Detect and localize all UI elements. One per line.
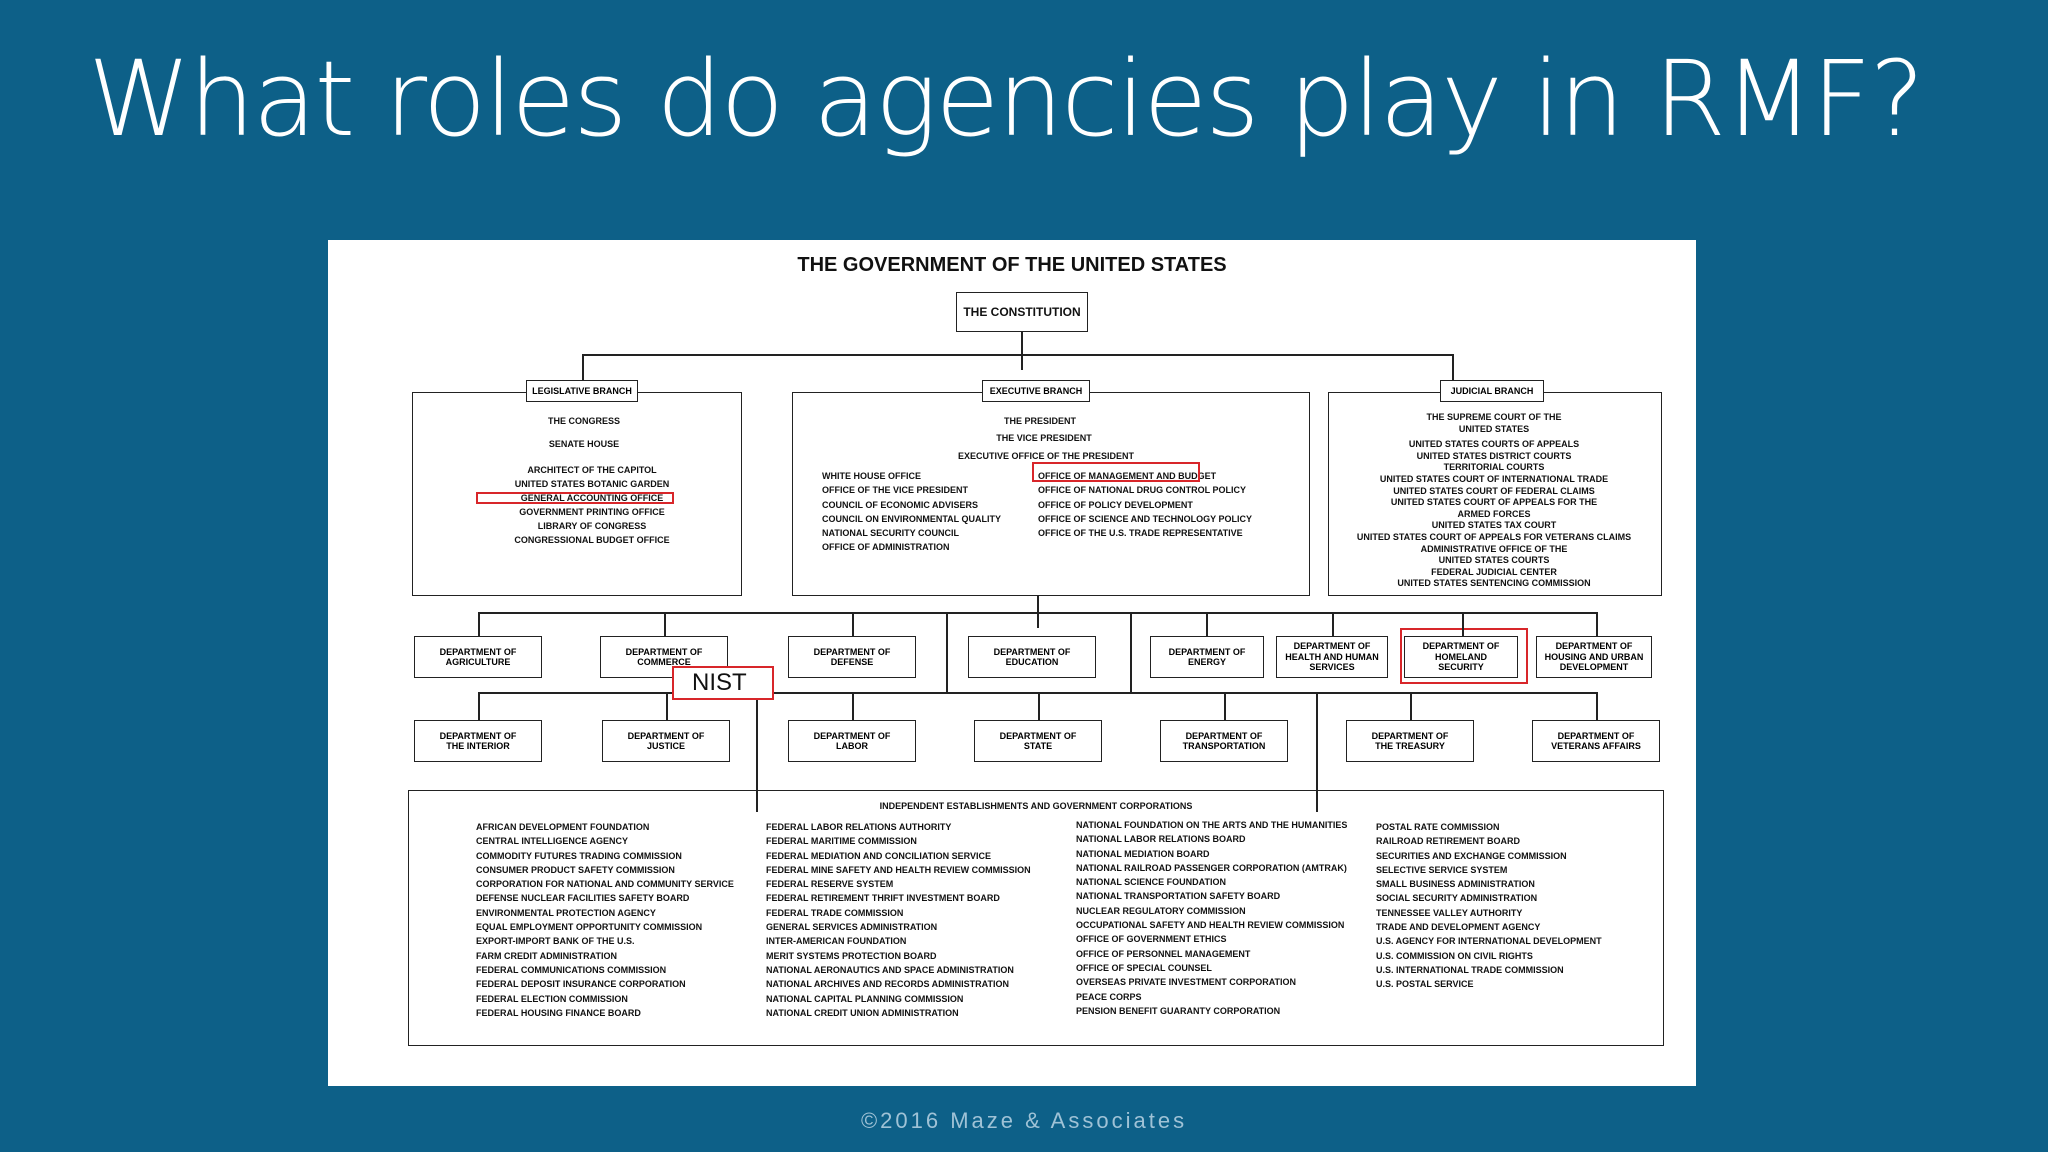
connector: [946, 612, 948, 692]
legislative-line: GOVERNMENT PRINTING OFFICE: [519, 507, 665, 517]
department-transportation: DEPARTMENT OF TRANSPORTATION: [1160, 720, 1288, 762]
nist-callout-box: [672, 666, 774, 700]
department-state: DEPARTMENT OF STATE: [974, 720, 1102, 762]
department-labor: DEPARTMENT OF LABOR: [788, 720, 916, 762]
connector: [1224, 694, 1226, 720]
connector: [478, 612, 480, 636]
legislative-line: SENATE HOUSE: [548, 439, 620, 449]
connector: [1452, 354, 1454, 384]
nist-label: NIST: [692, 669, 747, 696]
vice-president-label: THE VICE PRESIDENT: [996, 433, 1092, 443]
connector: [1021, 332, 1023, 370]
omb-highlight: [1032, 462, 1200, 482]
department-defense: DEPARTMENT OF DEFENSE: [788, 636, 916, 678]
chart-heading: THE GOVERNMENT OF THE UNITED STATES: [797, 254, 1227, 276]
connector: [478, 694, 480, 720]
connector: [582, 354, 1452, 356]
connector: [756, 694, 758, 812]
dhs-highlight: [1400, 628, 1528, 684]
connector: [478, 612, 1598, 614]
legislative-branch-label: LEGISLATIVE BRANCH: [526, 380, 638, 402]
department-hhs: DEPARTMENT OF HEALTH AND HUMAN SERVICES: [1276, 636, 1388, 678]
connector: [1596, 612, 1598, 636]
legislative-line: UNITED STATES BOTANIC GARDEN: [514, 479, 670, 489]
legislative-line: CONGRESSIONAL BUDGET OFFICE: [514, 535, 670, 545]
connector: [1332, 612, 1334, 636]
independent-heading: INDEPENDENT ESTABLISHMENTS AND GOVERNMEN…: [879, 801, 1193, 811]
eop-label: EXECUTIVE OFFICE OF THE PRESIDENT: [957, 451, 1135, 461]
connector: [852, 694, 854, 720]
connector: [1596, 694, 1598, 720]
connector: [478, 692, 1598, 694]
judicial-branch-label: JUDICIAL BRANCH: [1440, 380, 1544, 402]
executive-branch-label: EXECUTIVE BRANCH: [982, 380, 1090, 402]
department-education: DEPARTMENT OF EDUCATION: [968, 636, 1096, 678]
connector: [1462, 612, 1464, 636]
independent-col-3: NATIONAL FOUNDATION ON THE ARTS AND THE …: [1076, 820, 1348, 1016]
gao-highlight: [476, 492, 674, 504]
constitution-label: THE CONSTITUTION: [963, 305, 1081, 319]
legislative-line: GENERAL ACCOUNTING OFFICE: [520, 493, 664, 503]
legislative-line: ARCHITECT OF THE CAPITOL: [527, 465, 657, 475]
department-veterans-affairs: DEPARTMENT OF VETERANS AFFAIRS: [1532, 720, 1660, 762]
connector: [664, 612, 666, 636]
constitution-box: [956, 292, 1088, 332]
department-hud: DEPARTMENT OF HOUSING AND URBAN DEVELOPM…: [1536, 636, 1652, 678]
president-label: THE PRESIDENT: [1003, 416, 1077, 426]
department-treasury: DEPARTMENT OF THE TREASURY: [1346, 720, 1474, 762]
department-justice: DEPARTMENT OF JUSTICE: [602, 720, 730, 762]
connector: [666, 694, 668, 720]
connector: [1316, 694, 1318, 812]
department-energy: DEPARTMENT OF ENERGY: [1150, 636, 1264, 678]
independent-agencies-box: [408, 790, 1664, 1046]
slide-footer: ©2016 Maze & Associates: [860, 1108, 1188, 1133]
connector: [1410, 694, 1412, 720]
legislative-line: LIBRARY OF CONGRESS: [537, 521, 647, 531]
department-interior: DEPARTMENT OF THE INTERIOR: [414, 720, 542, 762]
connector: [1130, 612, 1132, 692]
org-chart-document: THE GOVERNMENT OF THE UNITED STATES THE …: [328, 240, 1696, 1086]
department-agriculture: DEPARTMENT OF AGRICULTURE: [414, 636, 542, 678]
connector: [852, 612, 854, 636]
legislative-line: THE CONGRESS: [547, 416, 621, 426]
connector: [1206, 612, 1208, 636]
connector: [582, 354, 584, 384]
department-homeland-security: DEPARTMENT OF HOMELAND SECURITY: [1404, 636, 1518, 678]
connector: [1038, 694, 1040, 720]
slide-title: What roles do agencies play in RMF?: [88, 38, 1925, 160]
